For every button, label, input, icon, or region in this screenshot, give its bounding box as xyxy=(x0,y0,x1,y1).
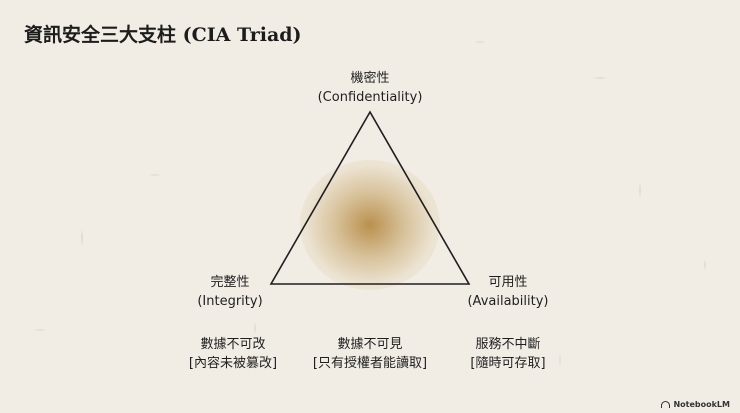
vertex-confidentiality: 機密性 (Confidentiality) xyxy=(300,69,440,107)
integrity-desc-line1: 數據不可改 xyxy=(200,337,266,352)
confidentiality-desc-line2: [只有授權者能讀取] xyxy=(312,356,428,371)
page-title: 資訊安全三大支柱 (CIA Triad) xyxy=(24,24,302,46)
integrity-description: 數據不可改 [內容未被篡改] xyxy=(173,335,293,373)
availability-desc-line1: 服務不中斷 xyxy=(475,337,541,352)
integrity-name: 完整性 xyxy=(210,275,250,290)
confidentiality-name: 機密性 xyxy=(350,71,390,86)
integrity-english: (Integrity) xyxy=(197,294,263,309)
vertex-integrity: 完整性 (Integrity) xyxy=(170,273,290,311)
vertex-availability: 可用性 (Availability) xyxy=(448,273,568,311)
integrity-desc-line2: [內容未被篡改] xyxy=(188,356,278,371)
confidentiality-desc-line1: 數據不可見 xyxy=(337,337,403,352)
notebooklm-watermark: NotebookLM xyxy=(661,400,730,409)
availability-desc-line2: [隨時可存取] xyxy=(470,356,546,371)
triangle-outline xyxy=(269,110,471,285)
confidentiality-english: (Confidentiality) xyxy=(317,90,423,105)
availability-english: (Availability) xyxy=(467,294,549,309)
notebooklm-logo-icon xyxy=(661,401,671,408)
footer-brand: NotebookLM xyxy=(673,400,730,409)
confidentiality-description: 數據不可見 [只有授權者能讀取] xyxy=(300,335,440,373)
center-glow xyxy=(300,160,440,290)
availability-name: 可用性 xyxy=(488,275,528,290)
availability-description: 服務不中斷 [隨時可存取] xyxy=(448,335,568,373)
